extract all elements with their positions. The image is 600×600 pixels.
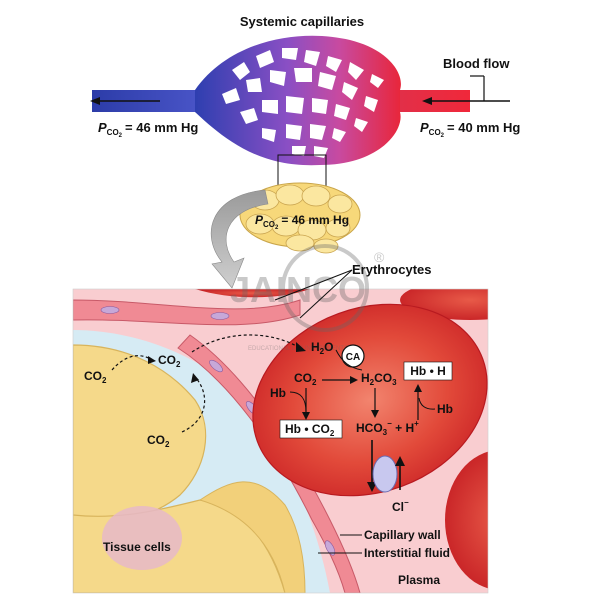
- hco3-h-label: HCO3− + H+: [356, 419, 419, 437]
- co2-tissue-label: CO2: [84, 369, 107, 385]
- capillary-wall-label: Capillary wall: [364, 528, 441, 542]
- band3-exchanger: [372, 455, 398, 493]
- diagram-title: Systemic capillaries: [240, 14, 364, 29]
- svg-text:®: ®: [374, 249, 385, 265]
- capillary-mesh: [222, 48, 384, 158]
- hb-co2-box: [279, 419, 343, 439]
- chloride-label: Cl−: [392, 498, 409, 514]
- h2co3-label: H2CO3: [361, 371, 397, 387]
- co2-diffusion-arrow-3: [191, 334, 301, 353]
- plasma-label: Plasma: [398, 573, 440, 587]
- erythrocytes-label: Erythrocytes: [352, 262, 431, 277]
- capillary-wall-top: [73, 299, 301, 326]
- rbc-edge: [445, 451, 488, 589]
- magnified-panel: [73, 289, 488, 593]
- capillary-bed: [90, 35, 510, 289]
- pco2-tissue-label: PCO2= 46 mm Hg: [255, 213, 349, 231]
- tissue-nucleus: [102, 506, 182, 570]
- interstitial-fluid-label: Interstitial fluid: [364, 546, 450, 560]
- co2-diffusion-arrow-2: [181, 377, 206, 433]
- co2-interstitial-label: CO2: [158, 353, 181, 369]
- co2-cell-label: CO2: [147, 433, 170, 449]
- tissue-cells: [73, 344, 306, 593]
- h2o-label: H2O: [311, 340, 333, 356]
- tissue-cluster: [239, 182, 361, 254]
- svg-text:CA: CA: [346, 352, 360, 363]
- hb-right-label: Hb: [437, 402, 453, 416]
- co2-rbc-label: CO2: [294, 371, 317, 387]
- svg-text:Hb • H: Hb • H: [410, 364, 446, 378]
- co2-diffusion-arrow-1: [111, 355, 153, 371]
- hb-label: Hb: [270, 386, 286, 400]
- pco2-venous-label: PCO2= 46 mm Hg: [98, 120, 198, 139]
- svg-text:Hb • CO2: Hb • CO2: [285, 422, 335, 438]
- svg-text:JAINCO: JAINCO: [230, 269, 366, 310]
- blood-flow-label: Blood flow: [443, 56, 510, 71]
- tissue-cells-label: Tissue cells: [103, 540, 171, 554]
- hb-h-box: [403, 361, 453, 381]
- pco2-arterial-label: PCO2= 40 mm Hg: [420, 120, 520, 139]
- main-erythrocyte: [252, 303, 488, 497]
